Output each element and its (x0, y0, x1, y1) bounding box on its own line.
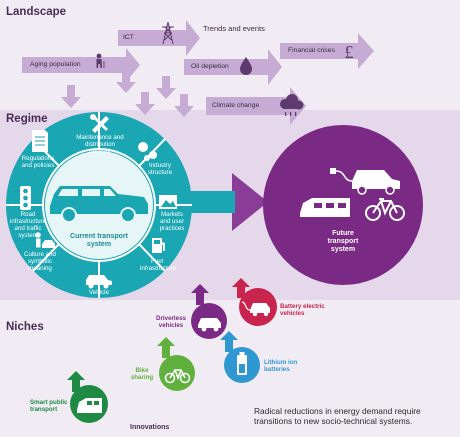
car-icon (86, 275, 112, 289)
trends-title: Trends and events (203, 24, 265, 33)
niche-driverless-label: Driverless vehicles (156, 315, 186, 329)
traffic-light-icon (20, 186, 31, 210)
niche-driverless (191, 284, 227, 339)
ring-dividers (6, 112, 192, 298)
oil-depletion-label: Oil depletion (191, 63, 229, 70)
future-system-label: Future transport system (327, 230, 359, 253)
landscape-band (0, 0, 460, 110)
wrench-screwdriver-icon (90, 114, 109, 133)
transmission-tower-icon (162, 21, 174, 45)
financial-crises-label: Financial crises (288, 47, 335, 54)
climate-change-arrow (206, 87, 306, 125)
segment-fuel-label: Fuel infrastructure (140, 258, 177, 272)
oil-depletion-arrow (184, 49, 282, 85)
image-icon (159, 195, 177, 209)
down-arrow (174, 94, 194, 117)
gears-icon (138, 142, 157, 161)
rain-cloud-icon (280, 94, 304, 116)
segment-industry-label: Industry structure (147, 162, 173, 176)
bicycle-icon (365, 198, 405, 221)
niche-bike-sharing (157, 337, 195, 391)
segment-regulations-label: Regulations and policies (21, 155, 55, 169)
fuel-pump-icon (152, 238, 165, 253)
oil-drop-icon (240, 57, 252, 75)
down-arrow (135, 92, 155, 115)
segment-maintenance-label: Maintenance and distribution network (76, 134, 124, 155)
pound-sign-icon: £ (345, 42, 354, 62)
electric-car-icon (330, 168, 400, 195)
transition-arrow-base (180, 191, 235, 213)
niche-bike-label: Bike sharing (130, 367, 154, 381)
niche-lithium-batteries (220, 331, 260, 383)
segment-road-label: Road infrastructure and traffic system (9, 211, 47, 239)
aging-population-label: Aging population (30, 61, 81, 68)
niche-battery-electric (232, 278, 277, 326)
innovations-label: Innovations (130, 424, 170, 431)
segment-markets-label: Markets and user practices (159, 211, 185, 232)
niche-battery-label: Battery electric vehicles (280, 303, 325, 317)
person-car-icon (35, 232, 55, 248)
segment-vehicle-label: Vehicle (89, 289, 109, 296)
niche-smart-transport-label: Smart public transport (30, 399, 68, 413)
landscape-label: Landscape (6, 6, 67, 18)
segment-culture-label: Culture and symbolic meaning (24, 251, 56, 272)
down-arrow (61, 85, 81, 108)
niches-label: Niches (6, 321, 44, 333)
current-system-label: Current transport system (70, 233, 128, 248)
regime-label: Regime (6, 113, 48, 125)
financial-crises-arrow (280, 33, 374, 69)
niche-smart-public-transport (67, 371, 108, 423)
aging-population-arrow (22, 48, 140, 82)
car-icon (50, 186, 148, 223)
footnote: Radical reductions in energy demand requ… (254, 406, 421, 426)
elderly-person-icon (96, 53, 102, 59)
ict-arrow (118, 20, 200, 56)
climate-change-label: Climate change (212, 102, 260, 109)
ict-label: ICT (123, 34, 134, 41)
train-icon (300, 198, 350, 217)
niche-lithium-label: Lithium ion batteries (264, 359, 298, 373)
down-arrow (156, 76, 176, 99)
down-arrow (116, 70, 136, 93)
